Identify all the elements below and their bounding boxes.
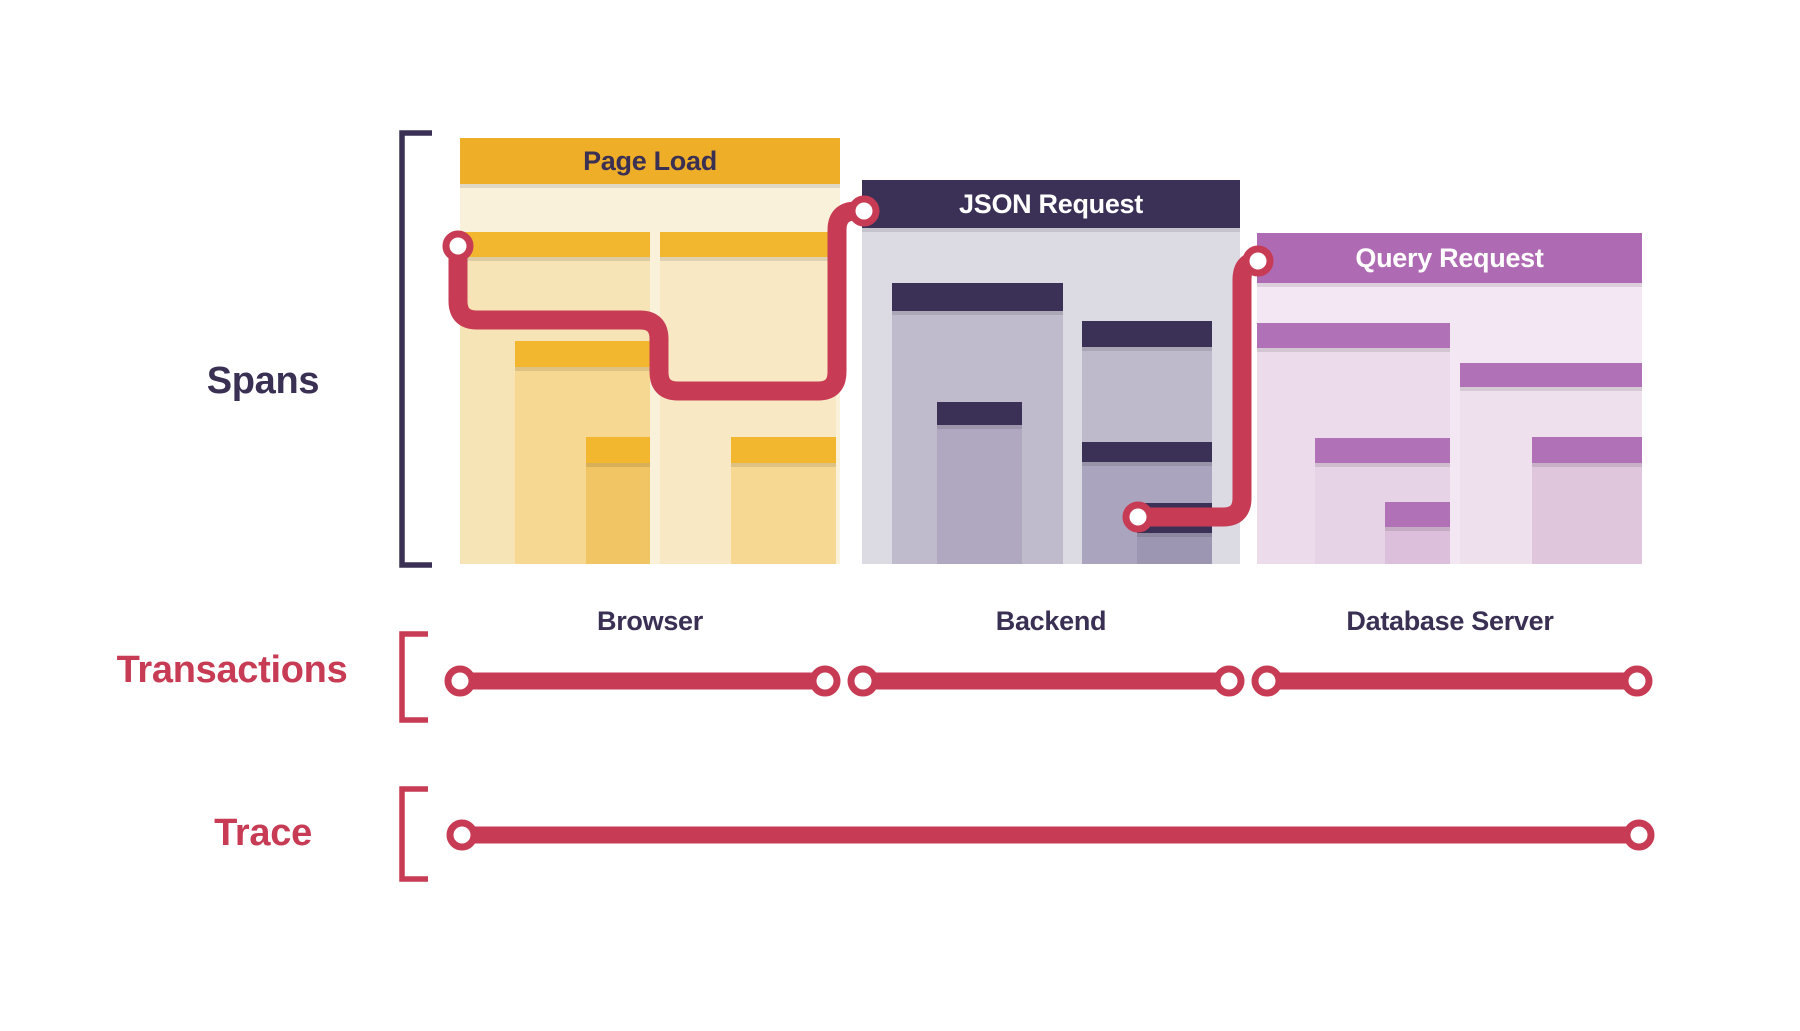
span-header [1082,442,1212,462]
row-label-transactions: Transactions [116,649,348,691]
bracket-spans [399,130,432,568]
span-bar [1532,437,1642,564]
caption-browser: Browser [597,606,703,636]
node-circle [1623,819,1655,851]
node-circle [847,665,879,697]
row-label-trace: Trace [214,812,312,854]
span-header [731,437,836,463]
node-circle [1251,665,1283,697]
span-title-backend: JSON Request [959,189,1143,219]
row-label-spans: Spans [206,360,320,402]
span-header [460,232,650,257]
span-header [660,232,836,257]
span-bar [586,437,650,564]
span-header [1532,437,1642,463]
span-header [1385,502,1450,527]
span-header: Page Load [460,138,840,184]
span-bar [731,437,836,564]
node-circle [809,665,841,697]
node-circle [1621,665,1653,697]
span-bar [1385,502,1450,564]
span-header [1137,503,1212,533]
span-header [892,283,1063,311]
span-header [1257,323,1450,348]
span-header: Query Request [1257,233,1642,283]
span-header [1315,438,1450,463]
span-header: JSON Request [862,180,1240,228]
span-bar [937,402,1022,564]
caption-backend: Backend [995,606,1107,636]
span-header [1460,363,1642,387]
span-title-database-server: Query Request [1355,243,1544,273]
caption-database-server: Database Server [1346,606,1554,636]
span-header [586,437,650,463]
span-bar [1137,503,1212,564]
span-header [937,402,1022,425]
span-header [1082,321,1212,347]
node-circle [1213,665,1245,697]
span-title-browser: Page Load [583,146,717,176]
span-header [515,341,650,367]
